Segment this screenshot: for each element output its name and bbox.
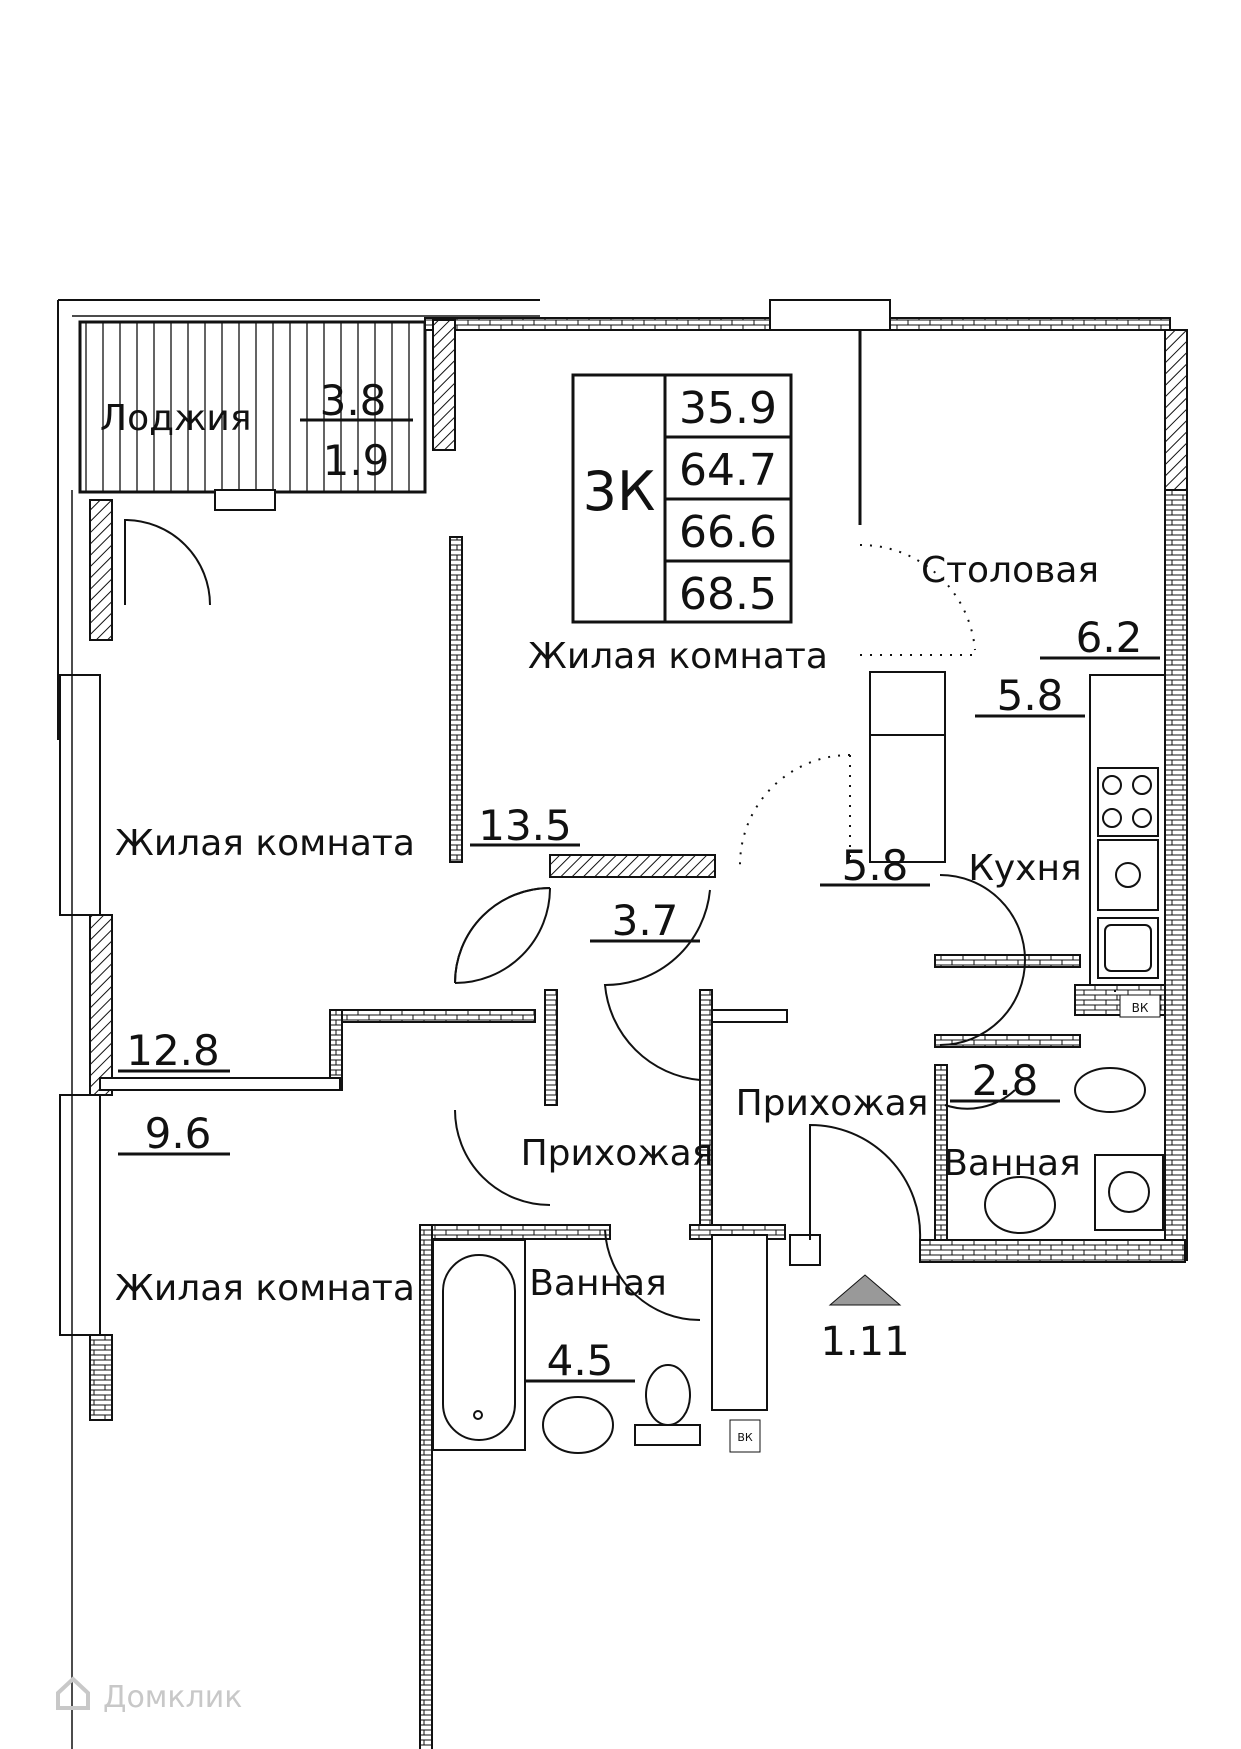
living-left-top-label: Жилая комната bbox=[115, 823, 415, 864]
vk-label-right: ВК bbox=[1132, 1001, 1149, 1015]
entrance-marker-icon bbox=[828, 1274, 902, 1306]
loggia-area-bottom: 1.9 bbox=[323, 436, 390, 485]
living-left-bottom-label: Жилая комната bbox=[115, 1268, 415, 1309]
bath-right-area: 2.8 bbox=[972, 1056, 1039, 1105]
watermark-text: Домклик bbox=[103, 1680, 242, 1715]
entrance-mark: 1.11 bbox=[820, 1319, 909, 1365]
exterior-walls bbox=[59, 299, 1188, 1749]
bath-left-label: Ванная bbox=[529, 1263, 667, 1304]
living-center-area: 13.5 bbox=[478, 801, 572, 850]
kitchen-area-lower: 5.8 bbox=[842, 841, 909, 890]
hall-left-label: Прихожая bbox=[521, 1133, 714, 1174]
living-left-bottom-area: 9.6 bbox=[145, 1109, 212, 1158]
summary-table bbox=[571, 373, 793, 624]
total-area-4: 68.5 bbox=[679, 569, 777, 620]
total-area-2: 64.7 bbox=[679, 445, 777, 496]
bath-left-area: 4.5 bbox=[547, 1336, 614, 1385]
watermark: Домклик bbox=[56, 1676, 242, 1715]
domclick-logo-icon bbox=[56, 1676, 90, 1710]
apartment-type: 3К bbox=[583, 460, 656, 523]
doors bbox=[124, 518, 1027, 1322]
fixtures bbox=[432, 671, 1166, 1454]
dining-area: 6.2 bbox=[1076, 613, 1143, 662]
hall-small-area: 3.7 bbox=[612, 896, 679, 945]
dining-label: Столовая bbox=[921, 550, 1099, 591]
living-center-label: Жилая комната bbox=[528, 636, 828, 677]
total-area-1: 35.9 bbox=[679, 383, 777, 434]
vk-label-left: ВК bbox=[737, 1431, 753, 1444]
kitchen-label: Кухня bbox=[968, 848, 1081, 889]
living-left-top-area: 12.8 bbox=[126, 1026, 220, 1075]
hall-right-label: Прихожая bbox=[736, 1083, 929, 1124]
loggia-label: Лоджия bbox=[100, 398, 251, 439]
bath-right-label: Ванная bbox=[943, 1143, 1081, 1184]
kitchen-area-upper: 5.8 bbox=[997, 671, 1064, 720]
total-area-3: 66.6 bbox=[679, 507, 777, 558]
interior-walls bbox=[99, 330, 1166, 1749]
loggia bbox=[57, 299, 540, 740]
loggia-area-top: 3.8 bbox=[320, 376, 387, 425]
